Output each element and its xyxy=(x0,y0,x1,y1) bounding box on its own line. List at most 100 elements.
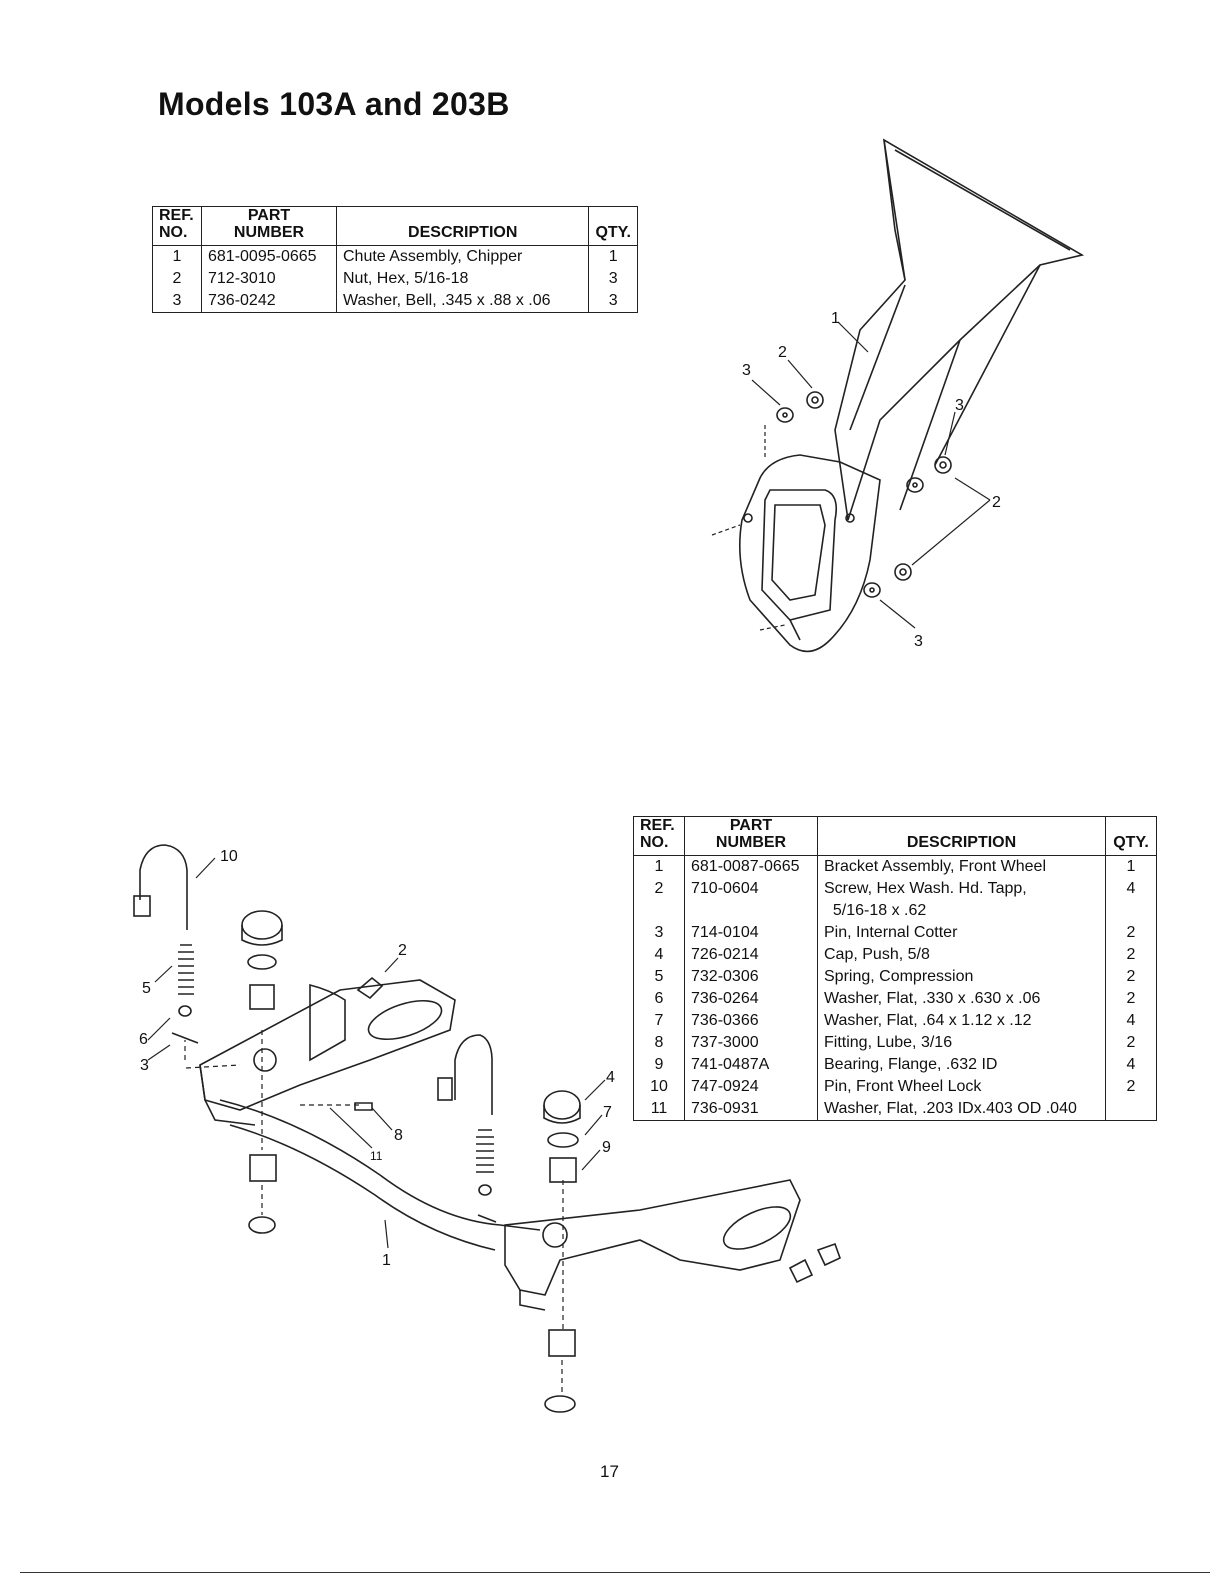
ref-cell: 3 xyxy=(633,922,685,944)
ref-cell: 9 xyxy=(633,1054,685,1076)
desc-cell: Bearing, Flange, .632 ID xyxy=(817,1054,1106,1076)
table-header-row: REF. NO. PART NUMBER DESCRIPTION QTY. xyxy=(633,816,1157,856)
callout-5: 5 xyxy=(142,980,151,997)
qty-cell: 3 xyxy=(588,290,638,313)
desc-cell: Cap, Push, 5/8 xyxy=(817,944,1106,966)
callout-3: 3 xyxy=(140,1057,149,1074)
qty-cell: 2 xyxy=(1105,922,1157,944)
desc-cell: Spring, Compression xyxy=(817,966,1106,988)
col-ref-header: REF. NO. xyxy=(152,206,202,246)
table-row: 3 736-0242 Washer, Bell, .345 x .88 x .0… xyxy=(152,290,638,313)
part-cell: 747-0924 xyxy=(684,1076,818,1098)
part-cell: 736-0242 xyxy=(201,290,337,313)
part-cell: 714-0104 xyxy=(684,922,818,944)
part-cell: 712-3010 xyxy=(201,268,337,290)
qty-cell: 2 xyxy=(1105,988,1157,1010)
desc-cell: Washer, Flat, .64 x 1.12 x .12 xyxy=(817,1010,1106,1032)
col-ref-header: REF. NO. xyxy=(633,816,685,856)
front-wheel-bracket-drawing xyxy=(199,979,801,1311)
ref-cell: 2 xyxy=(152,268,202,290)
desc-cell: Washer, Bell, .345 x .88 x .06 xyxy=(336,290,590,313)
part-cell: 736-0931 xyxy=(684,1098,818,1121)
desc-cell: Washer, Flat, .330 x .630 x .06 xyxy=(817,988,1106,1010)
desc-cell: Chute Assembly, Chipper xyxy=(336,245,590,268)
part-cell: 737-3000 xyxy=(684,1032,818,1054)
part-cell: 681-0095-0665 xyxy=(201,245,337,268)
qty-cell: 2 xyxy=(1105,944,1157,966)
desc-cell: Pin, Front Wheel Lock xyxy=(817,1076,1106,1098)
col-qty-header: QTY. xyxy=(588,206,638,246)
qty-cell: 2 xyxy=(1105,966,1157,988)
ref-cell: 10 xyxy=(633,1076,685,1098)
qty-cell xyxy=(1105,1098,1157,1121)
callout-7: 7 xyxy=(603,1104,612,1121)
callout-8: 8 xyxy=(394,1127,403,1144)
col-desc-header: DESCRIPTION xyxy=(817,816,1106,856)
desc-cell: Nut, Hex, 5/16-18 xyxy=(336,268,590,290)
bottom-rule xyxy=(20,1572,1210,1573)
desc-cell: Screw, Hex Wash. Hd. Tapp, 5/16-18 x .62 xyxy=(817,878,1106,922)
col-qty-header: QTY. xyxy=(1105,816,1157,856)
qty-cell: 2 xyxy=(1105,1076,1157,1098)
front-wheel-leader-lines xyxy=(147,857,606,1395)
callout-1: 1 xyxy=(831,310,840,327)
chute-assembly-drawing xyxy=(738,138,1085,653)
ref-cell: 1 xyxy=(633,855,685,878)
callout-1: 1 xyxy=(382,1252,391,1269)
diagram1-callouts: 1 2 3 3 2 3 xyxy=(742,310,1001,650)
callout-6: 6 xyxy=(139,1031,148,1048)
ref-cell: 8 xyxy=(633,1032,685,1054)
callout-3: 3 xyxy=(955,397,964,414)
ref-cell: 3 xyxy=(152,290,202,313)
callout-2: 2 xyxy=(398,942,407,959)
qty-cell: 1 xyxy=(1105,855,1157,878)
desc-cell: Fitting, Lube, 3/16 xyxy=(817,1032,1106,1054)
table-header-row: REF. NO. PART NUMBER DESCRIPTION QTY. xyxy=(152,206,638,246)
part-cell: 732-0306 xyxy=(684,966,818,988)
qty-cell: 4 xyxy=(1105,1054,1157,1076)
part-cell: 736-0264 xyxy=(684,988,818,1010)
ref-cell: 4 xyxy=(633,944,685,966)
front-wheel-hardware-drawing xyxy=(133,844,841,1413)
qty-cell: 2 xyxy=(1105,1032,1157,1054)
desc-cell: Washer, Flat, .203 IDx.403 OD .040 xyxy=(817,1098,1106,1121)
col-part-header: PART NUMBER xyxy=(201,206,337,246)
col-desc-header: DESCRIPTION xyxy=(336,206,590,246)
part-cell: 741-0487A xyxy=(684,1054,818,1076)
desc-cell: Bracket Assembly, Front Wheel xyxy=(817,855,1106,878)
desc-cell: Pin, Internal Cotter xyxy=(817,922,1106,944)
callout-11: 11 xyxy=(370,1149,383,1163)
qty-cell: 3 xyxy=(588,268,638,290)
ref-cell: 5 xyxy=(633,966,685,988)
part-cell: 726-0214 xyxy=(684,944,818,966)
callout-9: 9 xyxy=(602,1139,611,1156)
diagram2-callouts: 10 2 5 6 3 8 11 1 4 7 9 xyxy=(139,848,615,1269)
ref-cell: 7 xyxy=(633,1010,685,1032)
qty-cell: 1 xyxy=(588,245,638,268)
page-title: Models 103A and 203B xyxy=(158,86,510,122)
callout-10: 10 xyxy=(220,848,238,865)
ref-cell: 6 xyxy=(633,988,685,1010)
qty-cell: 4 xyxy=(1105,878,1157,922)
callout-4: 4 xyxy=(606,1069,615,1086)
callout-2: 2 xyxy=(992,494,1001,511)
col-part-header: PART NUMBER xyxy=(684,816,818,856)
table-row: 2 712-3010 Nut, Hex, 5/16-18 3 xyxy=(152,268,638,290)
ref-cell: 1 xyxy=(152,245,202,268)
ref-cell: 11 xyxy=(633,1098,685,1121)
chute-hardware-drawing xyxy=(776,391,952,598)
qty-cell: 4 xyxy=(1105,1010,1157,1032)
callout-3: 3 xyxy=(742,362,751,379)
callout-2: 2 xyxy=(778,344,787,361)
